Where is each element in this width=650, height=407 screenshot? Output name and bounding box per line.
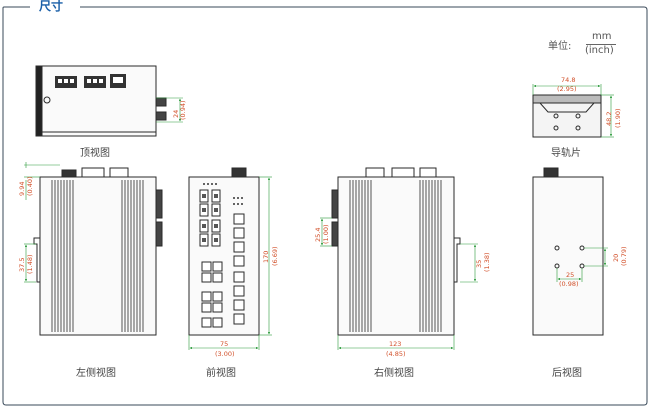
din-rail-drawing <box>532 84 614 138</box>
panel-title: 尺寸 <box>36 0 67 13</box>
left-view-drawing <box>24 162 163 336</box>
dim-top-depth-mm: 24 <box>172 110 180 118</box>
dim-left-top-mm: 9.94 <box>18 182 26 196</box>
dim-top-depth-in: (0.94) <box>179 100 187 120</box>
dim-rail-height-mm: 48.2 <box>605 112 613 126</box>
units-inch: (inch) <box>585 45 614 56</box>
units-mm: mm <box>592 31 612 42</box>
caption-left-view: 左侧视图 <box>76 368 116 379</box>
dim-back-holes-h-in: (0.98) <box>559 280 579 288</box>
dim-left-top-in: (0.40) <box>26 176 34 196</box>
right-view-drawing <box>320 167 478 350</box>
dim-right-width-mm: 123 <box>389 340 401 348</box>
dim-right-side-mm: 25.4 <box>314 228 322 242</box>
dim-front-width-mm: 75 <box>220 340 228 348</box>
dim-rail-height-in: (1.90) <box>614 108 622 128</box>
caption-right-view: 右侧视图 <box>374 368 414 379</box>
dim-rail-width-mm: 74.8 <box>561 76 575 84</box>
dim-left-clip-mm: 37.5 <box>18 258 26 272</box>
caption-back-view: 后视图 <box>552 368 582 379</box>
dim-front-height-in: (6.69) <box>271 246 279 266</box>
top-view-drawing <box>35 65 183 137</box>
dim-front-width-in: (3.00) <box>215 350 235 358</box>
dim-right-clip-mm: 35 <box>475 260 483 268</box>
caption-rail: 导轨片 <box>551 148 581 159</box>
dim-left-clip-in: (1.48) <box>26 254 34 274</box>
dim-back-holes-v-mm: 20 <box>612 254 620 262</box>
dim-back-holes-v-in: (0.79) <box>620 246 628 266</box>
dim-rail-width-in: (2.95) <box>557 85 577 93</box>
caption-top-view: 顶视图 <box>80 148 110 159</box>
dim-back-holes-h-mm: 25 <box>566 271 574 279</box>
back-view-drawing <box>532 167 608 336</box>
dim-right-clip-in: (1.38) <box>483 252 491 272</box>
dim-right-width-in: (4.85) <box>386 350 406 358</box>
units-label: 单位: <box>548 41 572 52</box>
units-divider <box>586 44 616 45</box>
caption-front-view: 前视图 <box>206 368 236 379</box>
dim-front-height-mm: 170 <box>262 251 270 263</box>
dim-right-side-in: (1.00) <box>322 224 330 244</box>
front-view-drawing <box>188 167 272 350</box>
